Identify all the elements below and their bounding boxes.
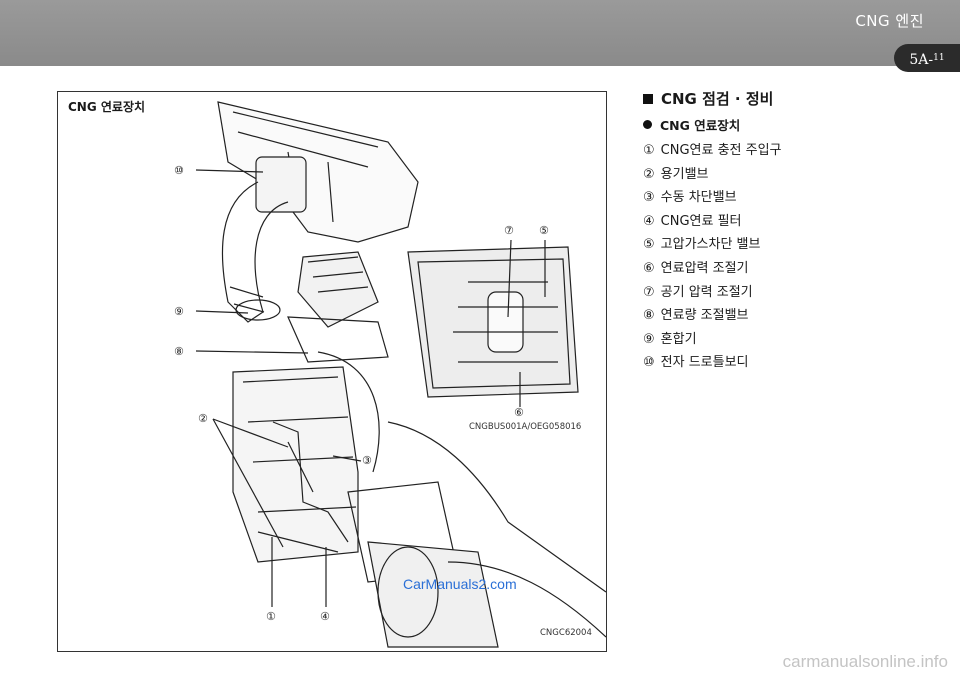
item-label: 수동 차단밸브 — [660, 190, 737, 206]
item-label: 공기 압력 조절기 — [660, 284, 753, 300]
callout-8: ⑧ — [174, 345, 184, 358]
list-item: ① CNG연료 충전 주입구 — [643, 139, 943, 163]
item-number: ③ — [643, 190, 655, 206]
item-label: 용기밸브 — [660, 166, 709, 182]
footer-site-link[interactable]: carmanualsonline.info — [782, 652, 948, 671]
header-bar: CNG 엔진 — [0, 0, 960, 66]
callout-6: ⑥ — [514, 406, 524, 419]
item-label: 전자 드로틀보디 — [660, 355, 749, 371]
item-number: ⑨ — [643, 331, 655, 347]
item-number: ⑧ — [643, 308, 655, 324]
item-number: ⑦ — [643, 284, 655, 300]
list-item: ⑨ 혼합기 — [643, 328, 943, 352]
callout-9: ⑨ — [174, 305, 184, 318]
item-label: 혼합기 — [660, 331, 697, 347]
item-label: 고압가스차단 밸브 — [660, 237, 761, 253]
figure-label: CNG 연료장치 — [68, 100, 146, 114]
item-label: 연료량 조절밸브 — [660, 308, 749, 324]
circle-bullet-icon — [643, 120, 652, 129]
list-item: ⑩ 전자 드로틀보디 — [643, 351, 943, 375]
list-item: ③ 수동 차단밸브 — [643, 186, 943, 210]
square-bullet-icon — [643, 93, 653, 104]
inset-figure-code: CNGBUS001A/OEG058016 — [469, 422, 582, 432]
content-panel: CNG 점검 · 정비 CNG 연료장치 ① CNG연료 충전 주입구 ② 용기밸브… — [643, 88, 943, 375]
component-list: ① CNG연료 충전 주입구 ② 용기밸브 ③ 수동 차단밸브 ④ CNG연료 필터 ⑤… — [643, 139, 943, 375]
item-number: ⑥ — [643, 260, 655, 276]
main-figure-code: CNGC62004 — [540, 628, 592, 638]
item-label: CNG연료 필터 — [660, 213, 742, 229]
item-number: ⑤ — [643, 237, 655, 253]
subsection-heading: CNG 연료장치 — [643, 115, 943, 134]
item-number: ④ — [643, 213, 655, 229]
item-label: 연료압력 조절기 — [660, 260, 749, 276]
item-label: CNG연료 충전 주입구 — [660, 143, 782, 158]
item-number: ⑩ — [643, 355, 655, 371]
item-number: ① — [643, 143, 655, 158]
callout-7: ⑦ — [504, 224, 514, 237]
section-title: CNG 엔진 — [855, 12, 924, 30]
callout-1: ① — [266, 610, 276, 623]
list-item: ⑧ 연료량 조절밸브 — [643, 304, 943, 328]
callout-3: ③ — [362, 454, 372, 467]
callout-2: ② — [198, 412, 208, 425]
subsection-heading-text: CNG 연료장치 — [660, 118, 741, 133]
list-item: ⑦ 공기 압력 조절기 — [643, 281, 943, 305]
list-item: ④ CNG연료 필터 — [643, 210, 943, 234]
fuel-system-illustration — [195, 101, 606, 648]
list-item: ⑥ 연료압력 조절기 — [643, 257, 943, 281]
callout-10: ⑩ — [174, 164, 184, 177]
page-number: 11 — [933, 53, 945, 63]
page-prefix: 5A- — [909, 52, 934, 68]
section-heading: CNG 점검 · 정비 — [643, 88, 943, 109]
figure-frame: CNG 연료장치 — [57, 91, 607, 652]
page-number-tab: 5A-11 — [894, 44, 960, 72]
list-item: ⑤ 고압가스차단 밸브 — [643, 233, 943, 257]
callout-5: ⑤ — [539, 224, 549, 237]
list-item: ② 용기밸브 — [643, 163, 943, 187]
callout-4: ④ — [320, 610, 330, 623]
watermark: CarManuals2.com — [403, 576, 517, 592]
section-heading-text: CNG 점검 · 정비 — [661, 90, 774, 108]
item-number: ② — [643, 166, 655, 182]
